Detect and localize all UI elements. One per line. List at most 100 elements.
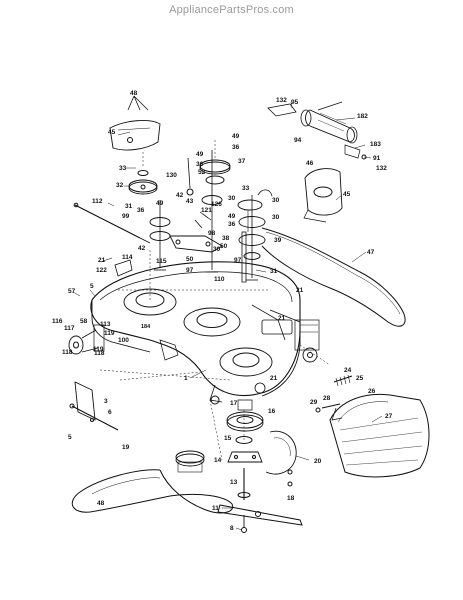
callout-25: 25 [356,375,364,382]
callout-30-b: 30 [272,197,280,204]
callout-50-b: 50 [220,243,228,250]
callout-33-left: 33 [119,165,127,172]
callout-21-c: 21 [296,287,304,294]
callout-6: 6 [108,409,112,416]
callout-38: 38 [222,235,230,242]
callout-30-a: 30 [228,195,236,202]
callout-49-b: 49 [196,151,204,158]
callout-48-bottom: 48 [97,500,105,507]
callout-36-d: 36 [228,221,236,228]
callout-132-b: 132 [376,165,387,172]
pulley-stack-center [186,150,231,273]
callout-30-c: 30 [272,214,280,221]
callout-91: 91 [373,155,381,162]
callout-97-a: 97 [186,267,194,274]
callout-132-a: 132 [276,97,287,104]
callout-labels: 48 45 33 49 36 37 49 36 52 130 32 31 49 … [52,90,393,532]
callout-24: 24 [344,367,352,374]
callout-182: 182 [357,113,368,120]
callout-45-left: 45 [108,129,116,136]
linkage-rod [73,202,151,244]
belt-guard-right [303,168,343,223]
callout-5-a: 5 [90,283,94,290]
callout-112: 112 [92,198,103,205]
callout-arrows-48 [127,95,149,111]
anti-scalp-roller-assembly [267,101,367,160]
gauge-wheel-left [68,324,105,355]
callout-14: 14 [214,457,222,464]
callout-5-b: 5 [68,434,72,441]
callout-97-b: 97 [234,257,242,264]
callout-49-a: 49 [232,133,240,140]
callout-130: 130 [166,172,177,179]
callout-49-c: 49 [156,200,164,207]
callout-47: 47 [367,249,375,256]
watermark-text: AppliancePartsPros.com [169,4,294,16]
callout-37: 37 [238,158,246,165]
callout-26: 26 [368,388,376,395]
deck-belt-48 [71,469,234,514]
callout-16: 16 [268,408,276,415]
callout-1: 1 [184,375,188,382]
belt-guard-left [109,120,161,151]
callout-116: 116 [52,318,63,325]
callout-27: 27 [385,413,393,420]
rod-bracket [99,257,133,277]
callout-17: 17 [230,400,238,407]
callout-110: 110 [214,276,225,283]
callout-113: 113 [100,321,111,328]
callout-114: 114 [122,254,133,261]
callout-21-d: 21 [270,375,278,382]
callout-18: 18 [287,495,295,502]
discharge-chute [329,393,430,478]
callout-31-a: 31 [125,203,133,210]
callout-49-d: 49 [228,213,236,220]
drive-belt-47 [261,227,406,327]
callout-100: 100 [118,337,129,344]
callout-36-c: 36 [137,207,145,214]
idler-arm [169,211,223,253]
callout-33-b: 33 [242,185,250,192]
callout-21-a: 21 [98,257,106,264]
callout-119: 119 [93,346,104,353]
callout-99: 99 [122,213,130,220]
callout-21-b: 21 [278,315,286,322]
chute-hinge [315,403,341,413]
callout-42-a: 42 [176,192,184,199]
callout-36-a: 36 [232,144,240,151]
callout-28: 28 [323,395,331,402]
callout-52: 52 [198,169,206,176]
callout-122: 122 [96,267,107,274]
pulley-stack-right [237,189,273,281]
callout-119-upper: 119 [104,330,115,337]
callout-121: 121 [201,207,212,214]
spindle-guard [265,430,297,487]
callout-42-b: 42 [138,245,146,252]
callout-20: 20 [314,458,322,465]
callout-13: 13 [230,479,238,486]
callout-19: 19 [122,444,130,451]
callout-118-left: 118 [62,349,73,356]
callout-46: 46 [306,160,314,167]
callout-58: 58 [80,318,88,325]
callout-8: 8 [230,525,234,532]
spindle-assembly [226,399,264,500]
callout-48-top: 48 [130,90,138,97]
callout-118: 118 [94,350,105,357]
callout-15: 15 [224,435,232,442]
callout-126: 126 [211,201,222,208]
bracket-vertical [241,209,249,283]
mower-blade [217,504,303,533]
front-bracket [69,381,119,431]
callout-45-right: 45 [343,191,351,198]
callout-95: 95 [291,99,299,106]
engine-pulley-48 [175,450,205,473]
callout-184: 184 [141,324,151,330]
callout-30-d: 30 [213,246,221,253]
callout-32: 32 [116,182,124,189]
pulley-stack-left [128,170,171,271]
callout-183: 183 [370,141,381,148]
callout-98: 98 [208,230,216,237]
callout-50-a: 50 [186,256,194,263]
